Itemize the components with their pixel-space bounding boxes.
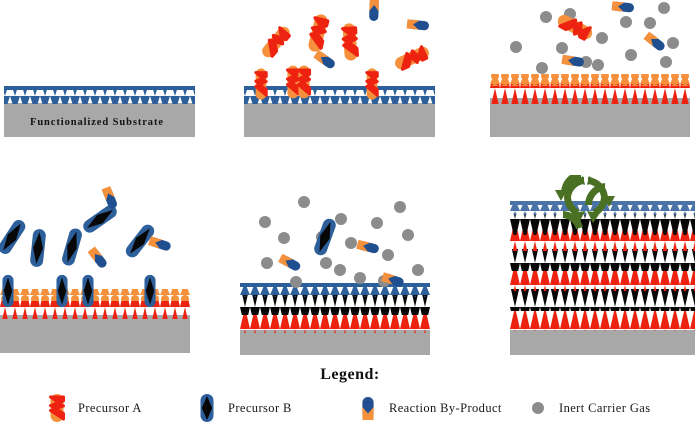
precursor-a-layer-orange <box>0 289 190 301</box>
panel-precursor-a-dose <box>240 0 440 165</box>
legend-label-precursor-a: Precursor A <box>78 400 142 415</box>
inert-carrier-gas-icon <box>532 402 544 414</box>
layer-black-3 <box>510 213 695 235</box>
legend-item-inert-carrier-gas: Inert Carrier Gas <box>527 390 650 426</box>
precursor-a-layer-red <box>490 82 690 104</box>
substrate-body <box>240 330 430 355</box>
inert-carrier-gas-group <box>259 196 424 288</box>
layer-black-1 <box>510 289 695 311</box>
panel-functionalized-substrate: Functionalized Substrate <box>0 0 200 165</box>
legend-row: Precursor A Precursor B Reaction By-Prod… <box>0 390 700 426</box>
panel-precursor-a-purge <box>480 0 690 165</box>
substrate-body <box>0 315 190 353</box>
precursor-b-icon <box>200 394 214 422</box>
precursor-a-icon <box>49 394 65 422</box>
precursor-a-layer-orange <box>490 74 690 86</box>
legend-label-reaction-by-product: Reaction By-Product <box>389 400 502 415</box>
layer-red-1 <box>510 309 695 331</box>
legend-title: Legend: <box>320 366 380 383</box>
substrate-body <box>510 330 695 355</box>
panel-precursor-b-purge <box>240 175 440 355</box>
precursor-b-layer-blue <box>240 285 430 297</box>
reaction-by-product-icon <box>362 397 374 420</box>
precursor-a-layer-red <box>240 311 430 333</box>
panel-precursor-b-dose <box>0 175 200 355</box>
substrate-body <box>244 103 435 137</box>
legend-item-precursor-b: Precursor B <box>196 390 292 426</box>
substrate-caption: Functionalized Substrate <box>30 117 164 128</box>
legend-item-reaction-by-product: Reaction By-Product <box>357 390 502 426</box>
legend-label-precursor-b: Precursor B <box>228 400 292 415</box>
floating-precursor-b-group <box>0 202 157 268</box>
panel-repeat-cycle-multilayer <box>480 175 695 355</box>
floating-byproduct-group <box>87 186 172 270</box>
floating-precursor-a-group <box>258 11 433 73</box>
layer-black-2 <box>510 249 695 271</box>
layer-red-2 <box>510 269 695 291</box>
functional-layer <box>244 88 435 104</box>
precursor-a-layer-red <box>0 297 190 319</box>
legend-label-inert-carrier-gas: Inert Carrier Gas <box>559 400 651 415</box>
multilayer-stack <box>510 201 695 331</box>
functional-layer <box>4 88 195 104</box>
precursor-b-layer-black <box>240 293 430 315</box>
substrate-body <box>4 103 195 137</box>
refresh-cycle-icon-arrows <box>564 176 608 223</box>
substrate-body <box>490 98 690 137</box>
legend-item-precursor-a: Precursor A <box>46 390 142 426</box>
